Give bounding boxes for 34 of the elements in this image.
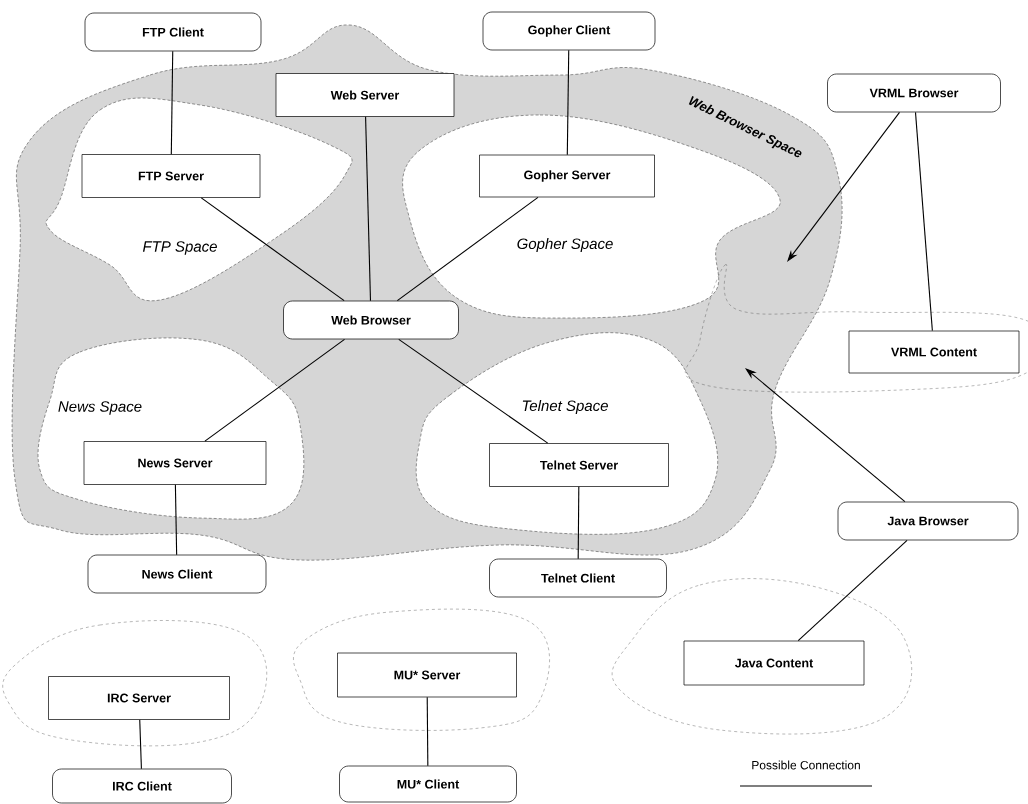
rectangle-box: Telnet Server	[489, 443, 669, 487]
rounded-box: Web Browser	[283, 300, 459, 340]
rounded-box: Gopher Client	[482, 11, 656, 51]
connector-line	[745, 368, 906, 503]
connector-line	[170, 50, 174, 155]
connector-line	[365, 116, 372, 302]
connector-line	[914, 111, 933, 332]
rectangle-box: Gopher Server	[479, 154, 655, 198]
rounded-box: Java Browser	[837, 501, 1019, 541]
rectangle-box: IRC Server	[48, 676, 230, 720]
connector-line	[398, 338, 549, 444]
rectangle-box: MU* Server	[337, 652, 517, 698]
rectangle-box: Web Server	[275, 73, 455, 117]
connector-line	[787, 111, 901, 262]
rectangle-box: News Server	[83, 441, 267, 485]
rounded-box: VRML Browser	[827, 73, 1001, 113]
connector-line	[396, 196, 539, 302]
connector-line	[174, 484, 178, 556]
connector-line	[204, 338, 346, 442]
rounded-box: Telnet Client	[489, 558, 667, 598]
connector-line	[577, 486, 580, 560]
connector-line	[139, 719, 142, 770]
rounded-box: News Client	[87, 554, 267, 594]
rectangle-box: FTP Server	[81, 154, 261, 198]
connector-line	[566, 49, 570, 156]
rectangle-box: Java Content	[683, 640, 865, 686]
rounded-box: MU* Client	[339, 765, 517, 803]
rectangle-box: VRML Content	[848, 330, 1020, 374]
connector-line	[426, 696, 429, 767]
legend-label: Possible Connection	[752, 760, 860, 770]
rounded-box: FTP Client	[84, 12, 262, 52]
connector-line	[200, 197, 345, 302]
rounded-box: IRC Client	[52, 768, 232, 804]
connector-line	[797, 539, 908, 642]
